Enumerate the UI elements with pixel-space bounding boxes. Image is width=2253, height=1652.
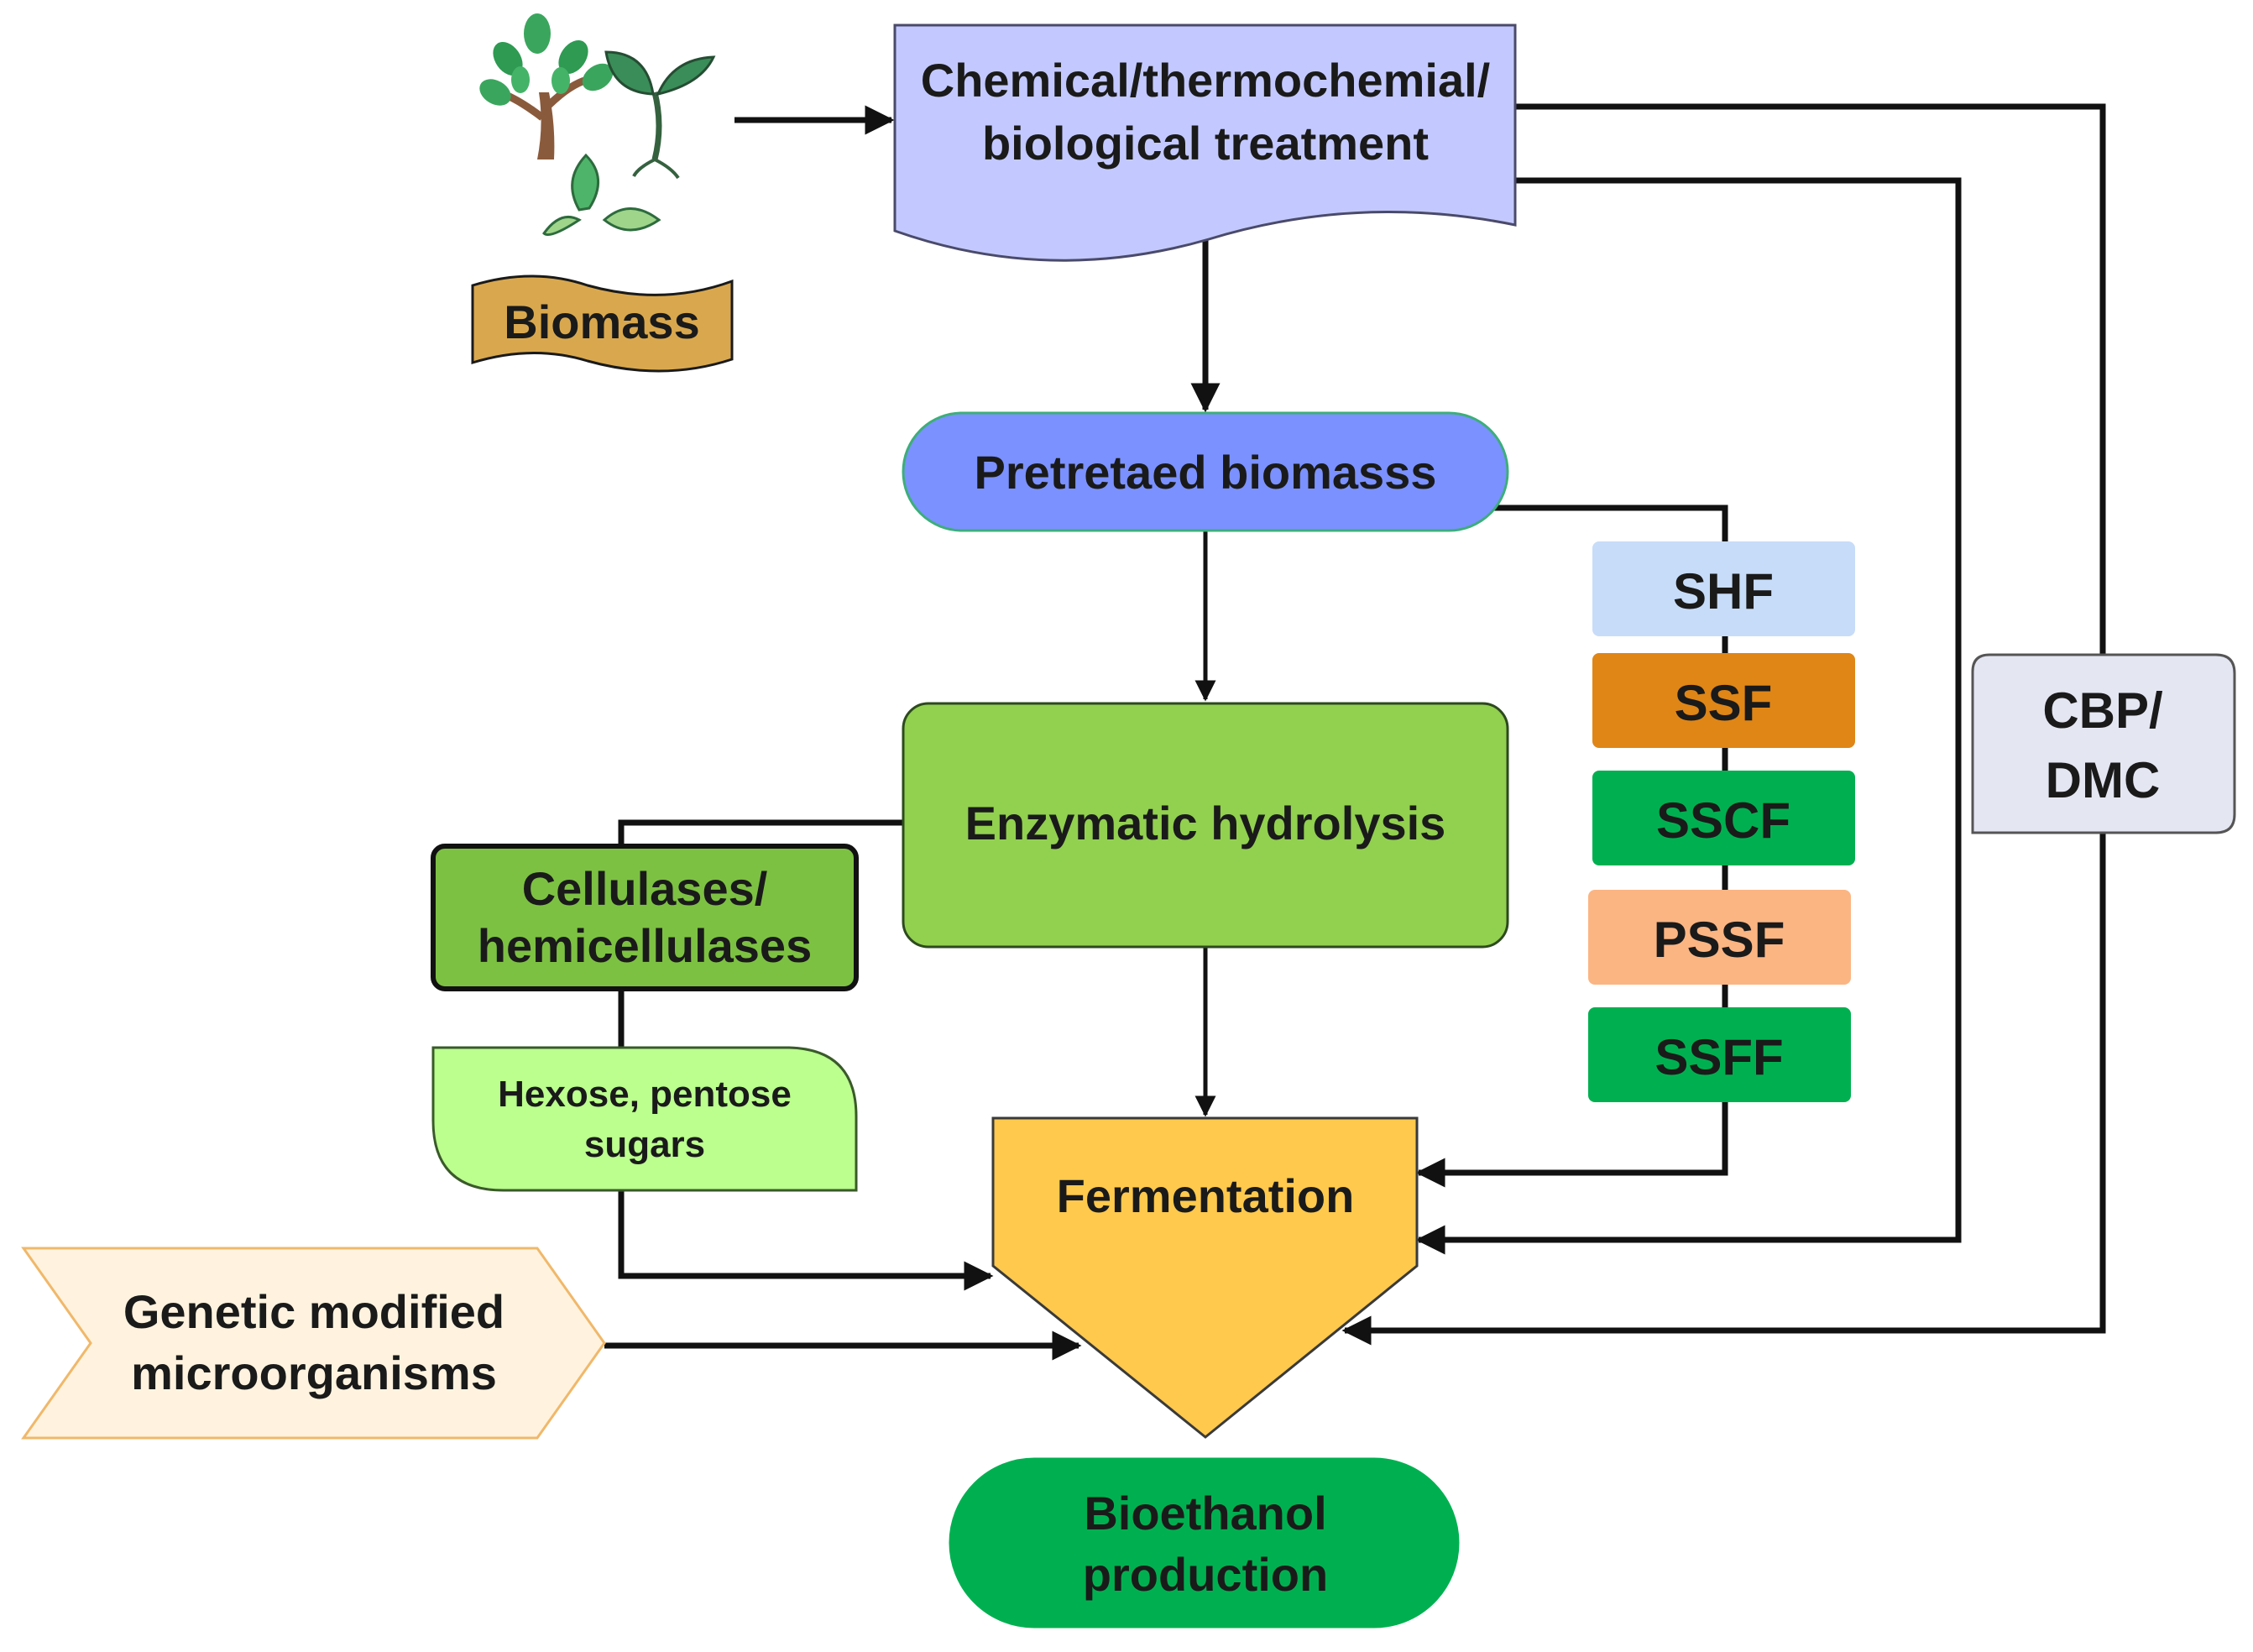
- gmo-label-line2: microorganisms: [131, 1346, 497, 1399]
- hydrolysis-shape: [902, 702, 1509, 949]
- treatment-label-line1: Chemical/thermochemial/: [921, 54, 1491, 107]
- treatment-shape: [893, 24, 1517, 262]
- cbp-node: CBP/ DMC: [1971, 653, 2236, 834]
- process-sscf: SSCF: [1592, 771, 1855, 865]
- hydrolysis-label: Enzymatic hydrolysis: [965, 797, 1446, 850]
- process-ssff-box: [1588, 1007, 1851, 1102]
- process-sscf-box: [1592, 771, 1855, 865]
- fermentation-node: Fermentation: [991, 1116, 1419, 1439]
- treatment-node: Chemical/thermochemial/ biological treat…: [893, 24, 1517, 262]
- pretreated-shape: [902, 411, 1509, 532]
- gmo-label-line1: Genetic modified: [123, 1285, 504, 1338]
- bioethanol-shape: [949, 1457, 1460, 1628]
- sprout-icon: [604, 50, 716, 180]
- cbp-label-line2: DMC: [2046, 752, 2161, 808]
- tree-icon: [479, 13, 614, 159]
- process-column: SHF SSF SSCF PSSF SSFF: [1588, 541, 1855, 1102]
- biomass-illustration: [479, 13, 716, 237]
- process-shf: SHF: [1592, 541, 1855, 636]
- bioethanol-label-line2: production: [1083, 1548, 1328, 1601]
- sugars-shape: [431, 1046, 858, 1192]
- biomass-label: Biomass: [504, 295, 699, 348]
- enzymes-shape: [431, 844, 859, 991]
- process-pssf-box: [1588, 890, 1851, 985]
- process-shf-label: SHF: [1673, 563, 1774, 620]
- biomass-shape: [471, 274, 734, 373]
- process-ssf-box: [1592, 653, 1855, 748]
- process-ssff: SSFF: [1588, 1007, 1851, 1102]
- process-pssf-label: PSSF: [1654, 912, 1785, 968]
- bioethanol-node: Bioethanol production: [949, 1457, 1460, 1628]
- fermentation-shape: [991, 1116, 1419, 1439]
- process-pssf: PSSF: [1588, 890, 1851, 985]
- enzymes-node: Cellulases/ hemicellulases: [431, 844, 859, 991]
- hydrolysis-node: Enzymatic hydrolysis: [902, 702, 1509, 949]
- sugars-node: Hexose, pentose sugars: [431, 1046, 858, 1192]
- process-ssff-label: SSFF: [1654, 1029, 1783, 1085]
- fermentation-label: Fermentation: [1057, 1169, 1355, 1222]
- process-shf-box: [1592, 541, 1855, 636]
- cbp-shape: [1971, 653, 2236, 834]
- gmo-node: Genetic modified microorganisms: [21, 1247, 606, 1440]
- arrow-treatment-to-fermentation-middle: [1415, 177, 1962, 1255]
- process-ssf-label: SSF: [1675, 675, 1773, 731]
- sugars-label-line2: sugars: [584, 1124, 705, 1165]
- cbp-label-line1: CBP/: [2042, 682, 2163, 739]
- sugars-label-line1: Hexose, pentose: [498, 1074, 792, 1115]
- pretreated-label: Pretretaed biomasss: [975, 446, 1437, 499]
- process-ssf: SSF: [1592, 653, 1855, 748]
- enzymes-label-line1: Cellulases/: [522, 862, 768, 915]
- pretreated-node: Pretretaed biomasss: [902, 411, 1509, 532]
- bioethanol-label-line1: Bioethanol: [1084, 1487, 1326, 1540]
- leaves-icon: [542, 153, 661, 237]
- process-sscf-label: SSCF: [1656, 792, 1790, 849]
- gmo-shape: [21, 1247, 606, 1440]
- treatment-label-line2: biological treatment: [982, 117, 1429, 170]
- biomass-node: Biomass: [471, 274, 734, 373]
- enzymes-label-line2: hemicellulases: [478, 919, 812, 972]
